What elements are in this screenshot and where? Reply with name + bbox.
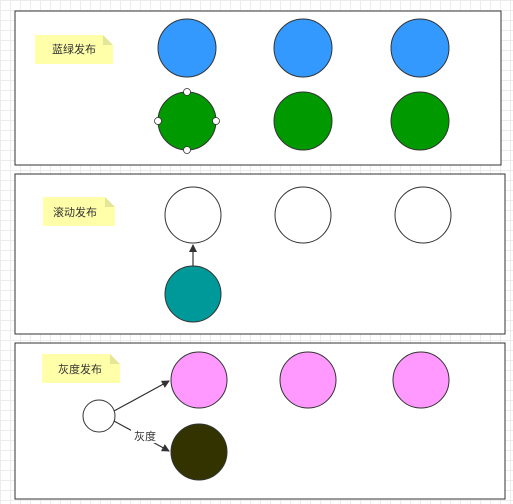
- green-node[interactable]: [390, 91, 450, 151]
- section-gray: 灰度发布 灰度: [14, 342, 506, 500]
- selection-handle[interactable]: [183, 88, 191, 96]
- note-label: 蓝绿发布: [52, 42, 96, 56]
- section-rolling: 滚动发布: [14, 173, 506, 335]
- sticky-note[interactable]: 滚动发布: [43, 197, 115, 226]
- selection-handle[interactable]: [154, 117, 162, 125]
- selection-handle[interactable]: [212, 117, 220, 125]
- note-label: 灰度发布: [58, 362, 102, 376]
- teal-node[interactable]: [164, 265, 222, 323]
- sticky-note[interactable]: 灰度发布: [42, 354, 120, 383]
- blue-node[interactable]: [273, 18, 333, 78]
- pink-node[interactable]: [279, 351, 337, 409]
- edge-label: 灰度: [134, 429, 156, 443]
- pink-node[interactable]: [170, 351, 228, 409]
- source-node[interactable]: [82, 399, 116, 433]
- edge-label-bg: [131, 428, 159, 443]
- white-node[interactable]: [164, 186, 222, 244]
- green-node-selected[interactable]: [157, 91, 217, 151]
- blue-node[interactable]: [157, 18, 217, 78]
- sticky-note[interactable]: 蓝绿发布: [35, 35, 113, 64]
- pink-node[interactable]: [392, 351, 450, 409]
- note-label: 滚动发布: [53, 205, 97, 219]
- arrow-to-pink[interactable]: [113, 380, 170, 412]
- white-node[interactable]: [274, 186, 332, 244]
- blue-node[interactable]: [390, 18, 450, 78]
- selection-handle[interactable]: [183, 146, 191, 154]
- section-blue-green: 蓝绿发布: [14, 10, 502, 166]
- white-node[interactable]: [394, 186, 452, 244]
- dark-node[interactable]: [170, 423, 228, 481]
- green-node[interactable]: [273, 91, 333, 151]
